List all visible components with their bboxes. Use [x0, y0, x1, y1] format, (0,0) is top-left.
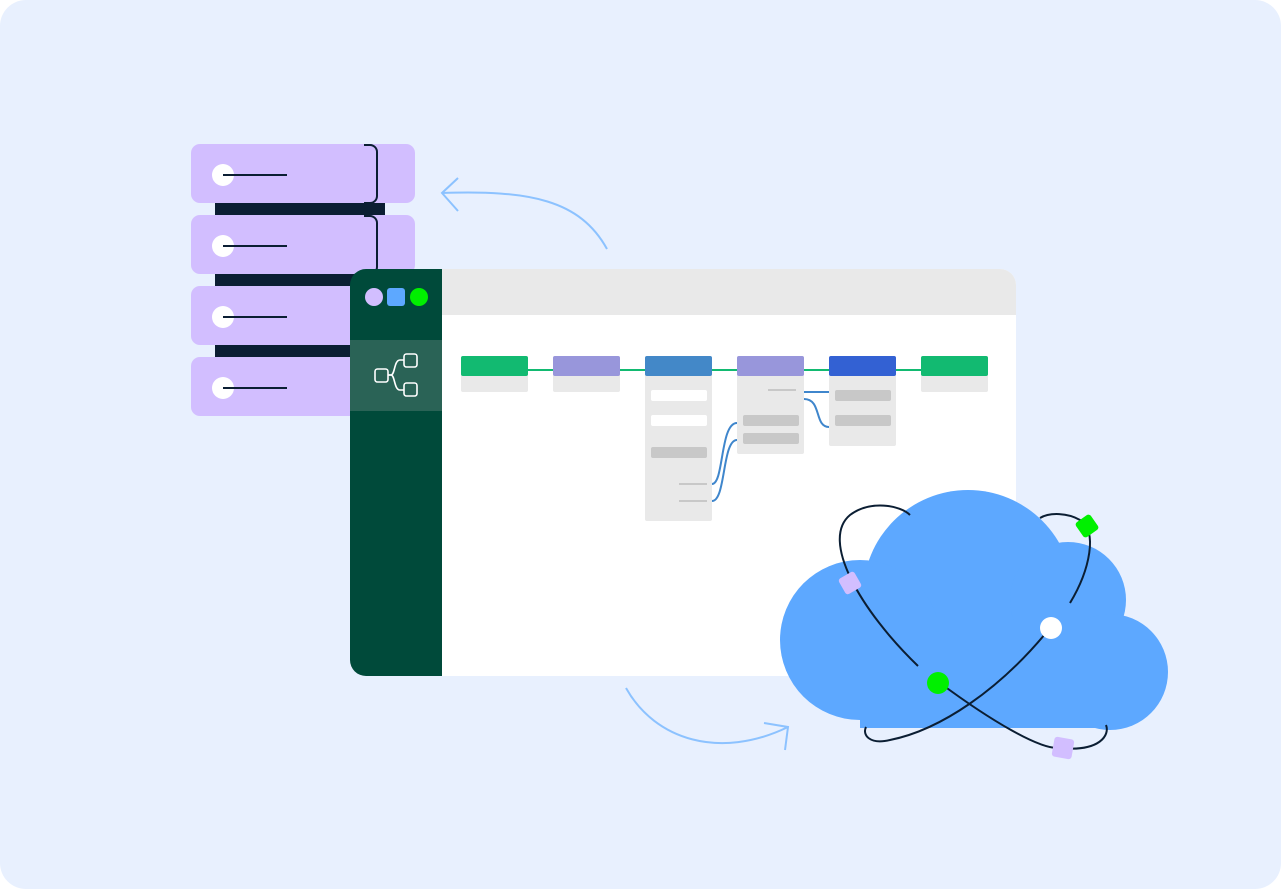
server-unit: [191, 144, 415, 204]
connector-curves: [711, 391, 830, 502]
window-control-lavender-icon[interactable]: [365, 288, 383, 306]
window-control-blue-icon[interactable]: [387, 288, 405, 306]
workflow-node[interactable]: [921, 356, 988, 392]
workflow-node[interactable]: [737, 356, 804, 454]
orbit-dot-lime: [927, 672, 949, 694]
workflow-node[interactable]: [645, 356, 712, 521]
arrow-to-server: [440, 177, 608, 250]
orbit-square-lavender: [838, 571, 862, 595]
cloud-icon: [780, 490, 1168, 730]
arrow-to-cloud: [625, 687, 790, 751]
workflow-tree-icon: [374, 353, 418, 397]
workflow-node[interactable]: [829, 356, 896, 446]
workflow-graph: [461, 356, 988, 521]
orbit-square-lavender: [1051, 736, 1075, 760]
workflow-node[interactable]: [553, 356, 620, 392]
sidebar: [350, 269, 442, 676]
workflow-node[interactable]: [461, 356, 528, 392]
orbit-square-lime: [1075, 514, 1099, 538]
sidebar-item-workflows[interactable]: [350, 340, 442, 411]
top-bar: [442, 269, 1016, 315]
orbit-dot-white: [1040, 617, 1062, 639]
window-control-lime-icon[interactable]: [410, 288, 428, 306]
server-unit: [191, 215, 415, 275]
